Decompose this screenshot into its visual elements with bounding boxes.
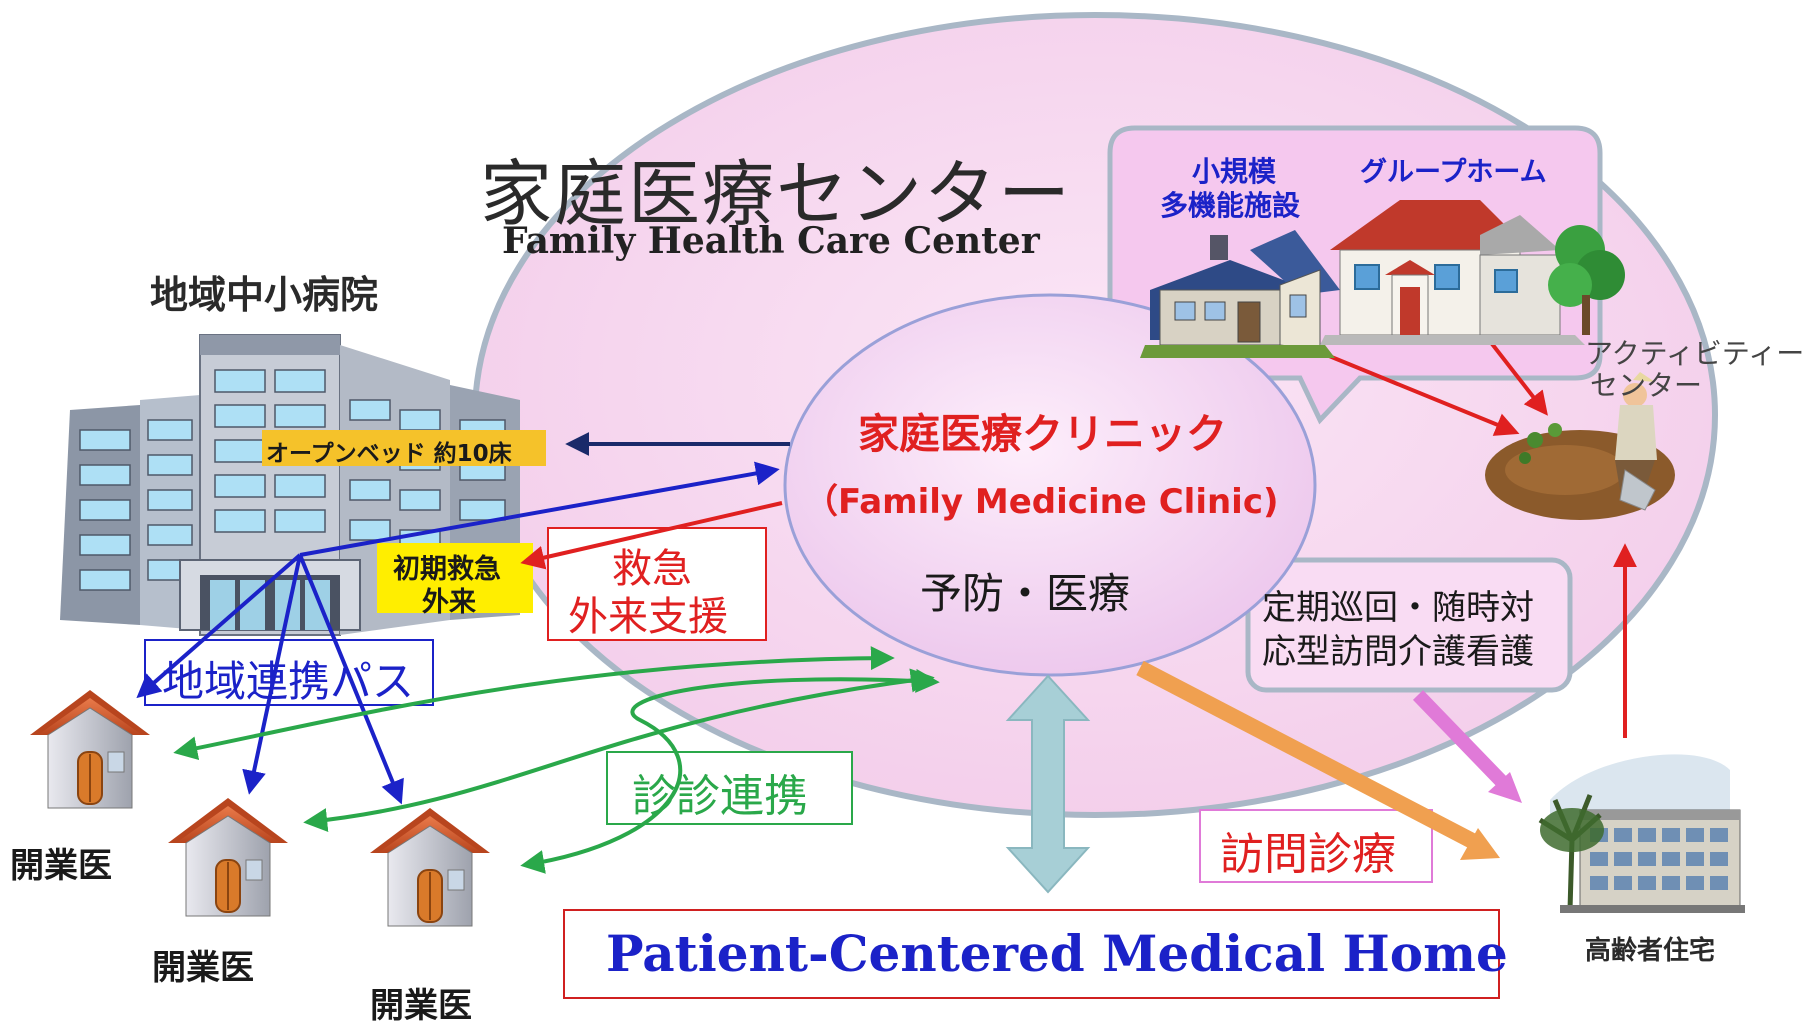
emergency-support-line2: 外来支援 bbox=[568, 594, 728, 640]
emergency-support-line1: 救急 bbox=[612, 546, 692, 592]
gardening-icon bbox=[1485, 372, 1675, 520]
facility-small-multi-line2: 多機能施設 bbox=[1160, 189, 1301, 222]
patrol-arrow bbox=[1412, 690, 1522, 803]
emergency-support-arrow bbox=[520, 501, 783, 570]
emergency-support-box bbox=[547, 527, 767, 641]
facility-small-multi-line1: 小規模 bbox=[1192, 155, 1277, 188]
activity-center-line1: アクティビティー bbox=[1585, 337, 1805, 370]
pcmh-double-arrow bbox=[1005, 674, 1091, 894]
activity-center-line2: センター bbox=[1590, 369, 1703, 402]
hospital-building-icon bbox=[60, 334, 520, 636]
clinic-services: 予防・医療 bbox=[920, 569, 1131, 618]
hospital-label: 地域中小病院 bbox=[150, 273, 379, 317]
small-facility-icon bbox=[1140, 230, 1340, 358]
home-visit-box bbox=[1199, 809, 1433, 883]
home-visit-arrow bbox=[1136, 660, 1500, 860]
family-medicine-clinic-circle bbox=[783, 293, 1317, 677]
cooperation-arrow-3 bbox=[520, 668, 940, 874]
patrol-label-line1: 定期巡回・随時対 bbox=[1262, 588, 1534, 628]
group-home-icon bbox=[1320, 200, 1625, 345]
house-icon bbox=[30, 690, 150, 809]
initial-emergency-line1: 初期救急 bbox=[393, 554, 501, 585]
center-title-en: Family Health Care Center bbox=[502, 220, 1040, 262]
clinic-cooperation-label: 診診連携 bbox=[632, 771, 808, 822]
home-care-patrol-box bbox=[1245, 557, 1573, 693]
house-icon bbox=[370, 808, 490, 927]
patrol-label-line2: 応型訪問介護看護 bbox=[1262, 632, 1534, 672]
regional-path-label: 地域連携パス bbox=[162, 657, 415, 706]
elderly-housing-icon bbox=[1538, 754, 1745, 913]
open-bed-label: オープンベッド 約10床 bbox=[266, 441, 512, 467]
hospital-to-clinic-arrow bbox=[299, 461, 780, 557]
practitioner-label-2: 開業医 bbox=[152, 948, 254, 988]
center-title-jp: 家庭医療センター bbox=[480, 152, 1073, 236]
pcmh-box bbox=[563, 909, 1500, 999]
elderly-housing-label: 高齢者住宅 bbox=[1585, 936, 1716, 966]
clinic-name-jp: 家庭医療クリニック bbox=[858, 410, 1227, 458]
initial-emergency-box bbox=[377, 543, 533, 613]
pcmh-label: Patient-Centered Medical Home bbox=[606, 924, 1508, 983]
path-arrow-practitioner-1 bbox=[136, 553, 302, 699]
facility-group-home: グループホーム bbox=[1360, 157, 1547, 188]
house-icon bbox=[168, 798, 288, 917]
practitioner-label-1: 開業医 bbox=[10, 846, 112, 886]
home-visit-label: 訪問診療 bbox=[1220, 829, 1396, 880]
practitioner-label-3: 開業医 bbox=[370, 986, 472, 1026]
initial-emergency-line2: 外来 bbox=[422, 587, 476, 618]
clinic-name-en: （Family Medicine Clinic) bbox=[804, 482, 1279, 522]
open-bed-label-bg bbox=[262, 430, 546, 466]
